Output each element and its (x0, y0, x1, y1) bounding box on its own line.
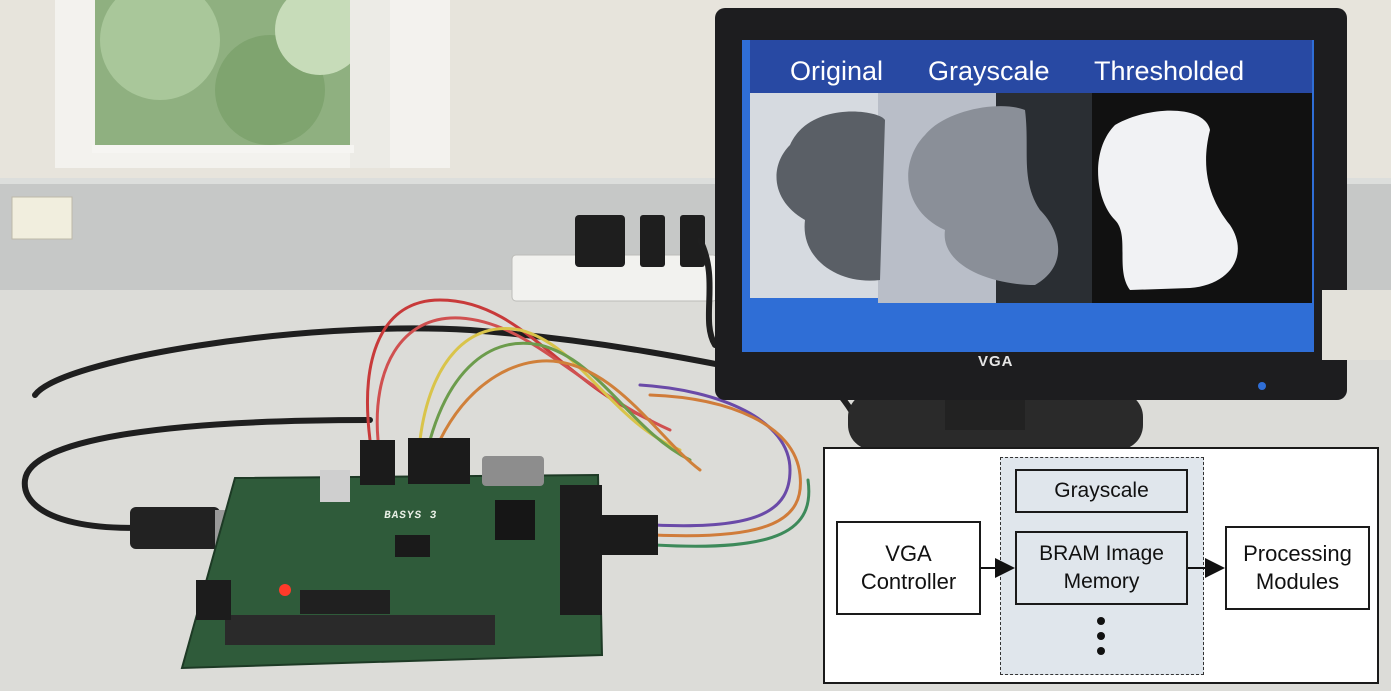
vga-controller-box: VGA Controller (836, 521, 981, 615)
power-strip (511, 215, 718, 302)
vga-monitor (715, 8, 1347, 450)
vga-controller-line1: VGA (885, 541, 932, 566)
bram-line2: Memory (1063, 570, 1140, 593)
screen-label-thresholded: Thresholded (1094, 56, 1245, 86)
bram-memory-box: BRAM Image Memory (1015, 531, 1188, 605)
diagram-arrows (981, 558, 1225, 578)
processing-line1: Processing (1243, 541, 1352, 566)
screen-label-original: Original (790, 56, 884, 86)
block-diagram: VGA Controller Grayscale BRAM Image Memo… (823, 447, 1379, 684)
processing-line2: Modules (1255, 569, 1340, 594)
board-silkscreen: BASYS 3 (383, 510, 439, 522)
monitor-brand: VGA (978, 353, 1014, 370)
bram-line1: BRAM Image (1039, 542, 1164, 565)
screen-label-grayscale: Grayscale (928, 56, 1050, 86)
grayscale-box: Grayscale (1015, 469, 1188, 513)
lab-instrument (1322, 290, 1391, 360)
window (55, 0, 450, 168)
fpga-board (180, 438, 658, 670)
processing-modules-box: Processing Modules (1225, 526, 1370, 610)
wall-outlet (11, 196, 73, 240)
ellipsis-dots (1097, 617, 1107, 662)
vga-controller-line2: Controller (860, 569, 957, 594)
